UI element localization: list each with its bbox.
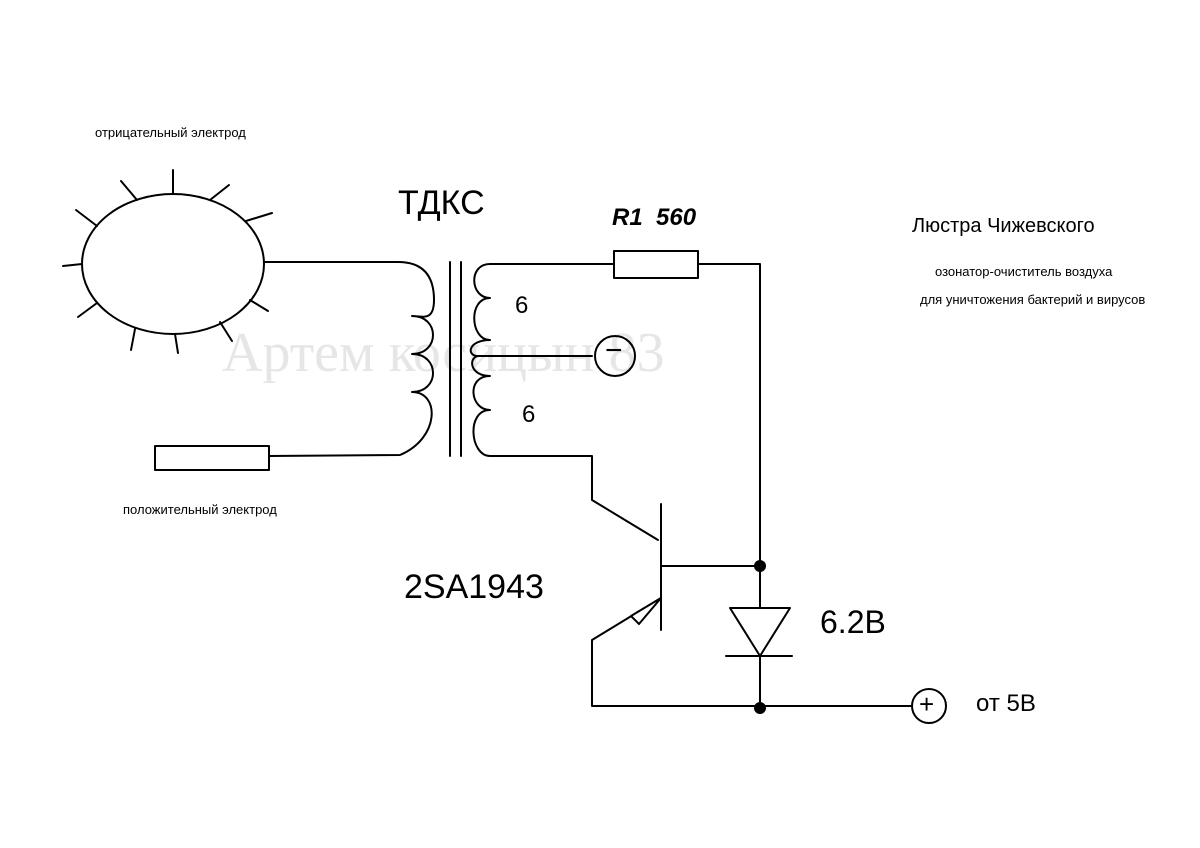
zener-diode-icon <box>725 565 793 707</box>
resistor-r1-icon <box>613 250 699 279</box>
positive-electrode-icon <box>154 445 270 471</box>
resistor-label: R1 560 <box>612 204 697 231</box>
winding-lower-turns: 6 <box>522 401 536 428</box>
minus-terminal-icon <box>594 335 636 377</box>
plus-terminal-icon <box>911 688 947 724</box>
plus-symbol: + <box>919 689 935 719</box>
winding-upper-turns: 6 <box>515 292 529 319</box>
positive-electrode-label: положительный электрод <box>123 502 277 517</box>
primary-winding-icon <box>268 261 435 457</box>
diagram-subtitle-line2: для уничтожения бактерий и вирусов <box>920 292 1146 307</box>
negative-electrode-icon <box>62 169 273 354</box>
negative-electrode-label: отрицательный электрод <box>95 125 246 140</box>
secondary-winding-upper-icon <box>469 263 615 357</box>
diagram-title: Люстра Чижевского <box>912 215 1095 237</box>
transistor-icon <box>591 503 761 707</box>
supply-label: от 5В <box>976 690 1036 717</box>
watermark-text: Артем косицын 83 <box>222 322 665 384</box>
minus-symbol: − <box>605 334 623 367</box>
transistor-label: 2SA1943 <box>404 568 544 606</box>
junction-dot-upper <box>754 560 766 572</box>
wire-r1-to-node <box>697 263 761 567</box>
zener-label: 6.2В <box>820 604 886 640</box>
secondary-winding-lower-icon <box>471 355 659 541</box>
diagram-subtitle-line1: озонатор-очиститель воздуха <box>935 264 1113 279</box>
junction-dot-lower <box>754 702 766 714</box>
transformer-label: ТДКС <box>398 184 485 222</box>
